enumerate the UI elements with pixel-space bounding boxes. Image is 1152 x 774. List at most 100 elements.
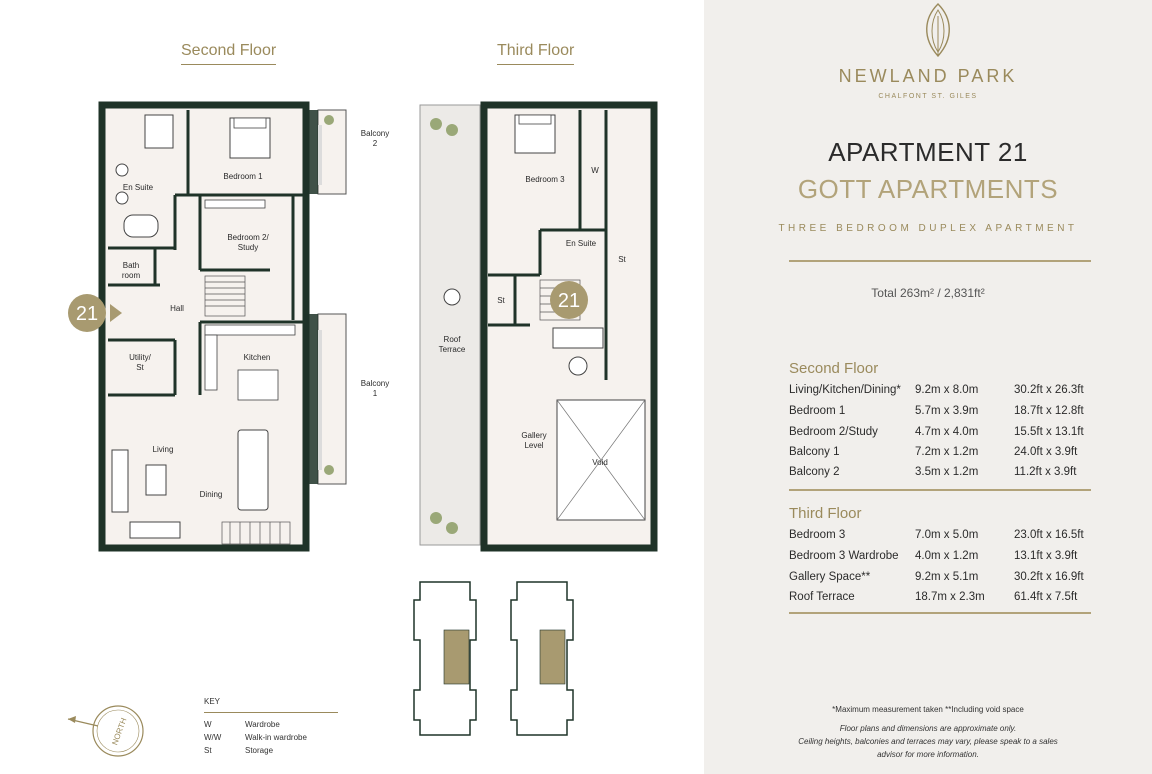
room-label-bedroom-1: Bedroom 1 — [223, 172, 263, 181]
pillows — [518, 114, 552, 125]
pillows — [233, 117, 267, 129]
key-abbr: W — [204, 720, 212, 729]
plant-icon — [324, 115, 334, 125]
spec-room: Gallery Space** — [789, 571, 871, 583]
kitchen-counter — [204, 324, 296, 336]
spec-metric: 3.5m x 1.2m — [915, 466, 979, 478]
room-label-terrace: Terrace — [439, 345, 466, 354]
building-outline-third-floor — [510, 581, 574, 736]
room-label-kitchen: Kitchen — [244, 353, 271, 362]
apartment-location-third-floor — [539, 629, 566, 685]
spec-imperial: 23.0ft x 16.5ft — [1014, 529, 1084, 541]
spec-imperial: 11.2ft x 3.9ft — [1014, 466, 1077, 478]
spec-row: Bedroom 2/Study 4.7m x 4.0m 15.5ft x 13.… — [789, 426, 1099, 446]
spec-imperial: 30.2ft x 16.9ft — [1014, 571, 1084, 583]
key-row: W/W Walk-in wardrobe — [204, 731, 338, 744]
spec-row: Bedroom 1 5.7m x 3.9m 18.7ft x 12.8ft — [789, 405, 1099, 425]
spec-metric: 18.7m x 2.3m — [915, 591, 985, 603]
entrance-arrow-icon — [110, 304, 122, 322]
key-abbr: St — [204, 746, 212, 755]
apartment-location-second-floor — [443, 629, 470, 685]
side-table — [568, 356, 588, 376]
second-floor-heading: Second Floor — [181, 42, 277, 65]
plant-icon — [446, 124, 458, 136]
spec-imperial: 15.5ft x 13.1ft — [1014, 426, 1084, 438]
spec-imperial: 61.4ft x 7.5ft — [1014, 591, 1078, 603]
room-label-utility: Utility/ — [129, 353, 152, 362]
dining-table — [237, 429, 269, 511]
key-meaning: Storage — [245, 746, 274, 755]
compass-ring — [92, 705, 144, 757]
spec-imperial: 18.7ft x 12.8ft — [1014, 405, 1084, 417]
key-meaning: Walk-in wardrobe — [245, 733, 307, 742]
spec-room: Bedroom 3 Wardrobe — [789, 550, 899, 562]
window — [318, 330, 322, 470]
spec-metric: 7.2m x 1.2m — [915, 446, 979, 458]
apartment-marker-second-floor — [68, 294, 106, 332]
divider — [789, 260, 1091, 262]
spec-metric: 4.7m x 4.0m — [915, 426, 979, 438]
key-row: St Storage — [204, 744, 338, 757]
divider — [789, 489, 1091, 491]
apartment-marker-third-floor — [550, 281, 588, 319]
room-label-utility-storage: St — [136, 363, 144, 372]
spec-metric: 7.0m x 5.0m — [915, 529, 979, 541]
divider — [789, 612, 1091, 614]
room-label-storage-right: St — [618, 255, 626, 264]
void-cross — [556, 399, 646, 521]
building-name: GOTT APARTMENTS — [797, 174, 1059, 204]
spec-row: Bedroom 3 Wardrobe 4.0m x 1.2m 13.1ft x … — [789, 550, 1099, 570]
room-label-living: Living — [153, 445, 174, 454]
total-area: Total 263m² / 2,831ft² — [871, 286, 985, 300]
spec-imperial: 13.1ft x 3.9ft — [1014, 550, 1078, 562]
third-floor-outer-wall — [480, 101, 658, 552]
spec-imperial: 24.0ft x 3.9ft — [1014, 446, 1078, 458]
leaf-logo-icon — [926, 3, 950, 58]
terrace-table — [443, 288, 461, 306]
room-label-hall: Hall — [170, 304, 184, 313]
room-label-storage-left: St — [497, 296, 505, 305]
key-meaning: Wardrobe — [245, 720, 280, 729]
basin — [115, 191, 129, 205]
third-floor-spec-title: Third Floor — [789, 505, 862, 522]
apartment-marker-label: 21 — [558, 290, 580, 312]
sofa — [129, 521, 181, 539]
plant-icon — [430, 512, 442, 524]
key-row: W Wardrobe — [204, 718, 338, 731]
key-abbr: W/W — [204, 733, 222, 742]
room-label-void: Void — [592, 458, 608, 467]
room-label-bathroom: room — [122, 271, 141, 280]
room-label-balcony-1: Balcony — [361, 379, 389, 388]
room-label-bedroom-2: Bedroom 2/ — [227, 233, 269, 242]
spec-row: Living/Kitchen/Dining* 9.2m x 8.0m 30.2f… — [789, 384, 1099, 404]
room-label-bath: Bath — [123, 261, 139, 270]
plant-icon — [430, 118, 442, 130]
compass-inner-ring — [96, 709, 140, 753]
spec-metric: 9.2m x 8.0m — [915, 384, 979, 396]
disclaimer-line-2: Ceiling heights, balconies and terraces … — [798, 737, 1058, 746]
apartment-info-panel: NEWLAND PARK CHALFONT ST. GILES APARTMEN… — [704, 0, 1152, 774]
room-label-wardrobe: W — [591, 166, 599, 175]
plant-icon — [324, 465, 334, 475]
compass: NORTH — [67, 705, 144, 757]
spec-room: Roof Terrace — [789, 591, 855, 603]
kitchen-island — [237, 369, 279, 401]
spec-imperial: 30.2ft x 26.3ft — [1014, 384, 1084, 396]
desk — [204, 199, 266, 209]
spec-metric: 4.0m x 1.2m — [915, 550, 979, 562]
apartment-marker-label: 21 — [76, 303, 98, 325]
apartment-type: THREE BEDROOM DUPLEX APARTMENT — [778, 223, 1078, 234]
spec-room: Balcony 2 — [789, 466, 840, 478]
balcony-1-wall — [304, 314, 318, 484]
bath-tub — [123, 214, 159, 238]
building-location-plans — [413, 581, 574, 736]
north-arrowhead-icon — [68, 716, 76, 723]
third-floor-plan: Bedroom 3 W En Suite St St Roof Terrace … — [324, 101, 658, 552]
room-label-en-suite: En Suite — [123, 183, 154, 192]
room-label-gallery: Gallery — [521, 431, 546, 440]
sofa — [552, 327, 604, 349]
balcony-1 — [317, 313, 347, 485]
room-label-study: Study — [238, 243, 258, 252]
spec-metric: 5.7m x 3.9m — [915, 405, 979, 417]
spec-row: Roof Terrace 18.7m x 2.3m 61.4ft x 7.5ft — [789, 591, 1099, 611]
